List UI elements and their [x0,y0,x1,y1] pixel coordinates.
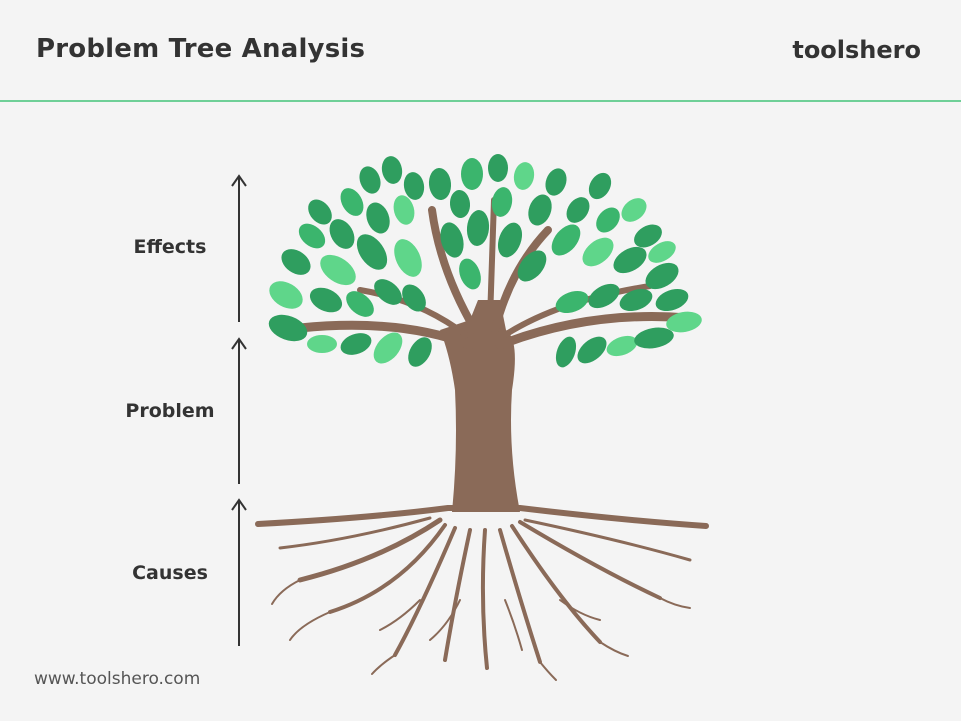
causes-arrow [231,498,247,646]
problem-arrow [231,337,247,484]
tree-roots [255,505,709,681]
problem-label: Problem [125,400,215,422]
causes-label: Causes [132,562,208,584]
effects-label: Effects [133,236,207,258]
header-bar: Problem Tree Analysis toolshero [0,0,961,102]
page-title: Problem Tree Analysis [36,34,366,64]
tree-trunk [440,300,520,512]
effects-arrow [231,174,247,322]
footer-url: www.toolshero.com [34,669,201,689]
tree-leaves [268,154,702,368]
brand-logo: toolshero [792,36,921,64]
